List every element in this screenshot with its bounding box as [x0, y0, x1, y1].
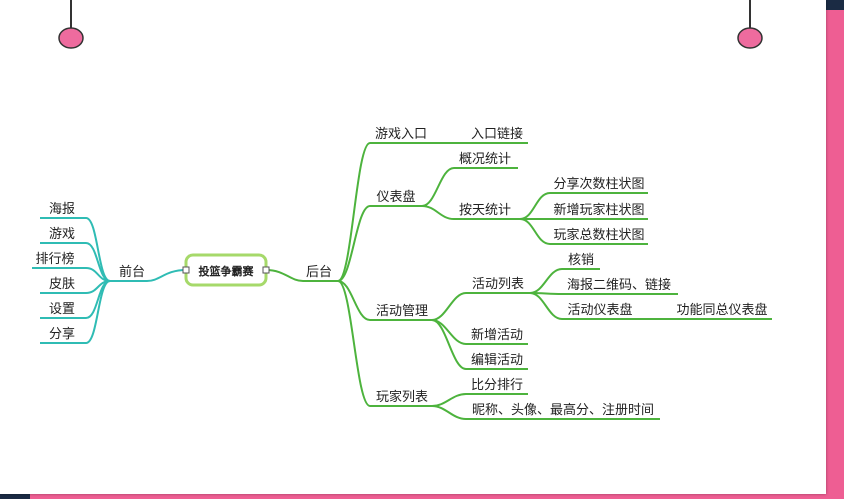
node-same-as-dashboard-note[interactable]: 功能同总仪表盘: [676, 302, 767, 318]
root-node[interactable]: 投篮争霸赛: [182, 253, 270, 287]
pin-left: [58, 0, 84, 49]
node-ranking[interactable]: 排行榜: [35, 251, 74, 267]
node-game[interactable]: 游戏: [49, 227, 75, 242]
node-game-entry[interactable]: 游戏入口: [375, 127, 427, 142]
node-score-ranking[interactable]: 比分排行: [471, 378, 523, 393]
node-share-count-chart[interactable]: 分享次数柱状图: [553, 176, 644, 192]
node-activity-management[interactable]: 活动管理: [376, 304, 428, 319]
mindmap-svg: 投篮争霸赛 前台 海报 游戏 排行榜 皮肤 设置 分享 后台 游戏入口 入口链接…: [32, 0, 772, 420]
pink-border-right: [826, 10, 844, 499]
pin-right: [737, 0, 763, 49]
root-label: 投篮争霸赛: [199, 264, 255, 278]
left-branches: [32, 217, 187, 344]
node-frontend[interactable]: 前台: [119, 264, 145, 280]
node-total-player-chart[interactable]: 玩家总数柱状图: [553, 227, 644, 243]
node-verify[interactable]: 核销: [568, 253, 594, 268]
collapse-handle-right[interactable]: [262, 266, 270, 274]
node-settings[interactable]: 设置: [49, 302, 75, 317]
node-share[interactable]: 分享: [49, 326, 75, 342]
node-edit-activity[interactable]: 编辑活动: [471, 353, 523, 368]
node-activity-list[interactable]: 活动列表: [472, 277, 524, 292]
node-player-list[interactable]: 玩家列表: [376, 389, 428, 405]
node-entry-link[interactable]: 入口链接: [471, 126, 523, 142]
node-skin[interactable]: 皮肤: [49, 277, 75, 292]
right-branches: [265, 142, 772, 420]
node-poster[interactable]: 海报: [49, 202, 75, 217]
node-activity-dashboard[interactable]: 活动仪表盘: [567, 302, 632, 318]
pink-border-bottom: [30, 494, 826, 499]
node-player-fields[interactable]: 昵称、头像、最高分、注册时间: [472, 402, 654, 418]
node-add-activity[interactable]: 新增活动: [471, 327, 523, 343]
node-daily-stats[interactable]: 按天统计: [459, 203, 511, 218]
node-new-player-chart[interactable]: 新增玩家柱状图: [553, 202, 644, 218]
node-dashboard[interactable]: 仪表盘: [376, 189, 415, 205]
node-overview-stats[interactable]: 概况统计: [459, 152, 511, 167]
collapse-handle-left[interactable]: [182, 266, 190, 274]
mindmap-canvas: 投篮争霸赛 前台 海报 游戏 排行榜 皮肤 设置 分享 后台 游戏入口 入口链接…: [0, 0, 826, 494]
node-backend[interactable]: 后台: [306, 265, 332, 280]
node-poster-qrcode-link[interactable]: 海报二维码、链接: [567, 277, 671, 293]
